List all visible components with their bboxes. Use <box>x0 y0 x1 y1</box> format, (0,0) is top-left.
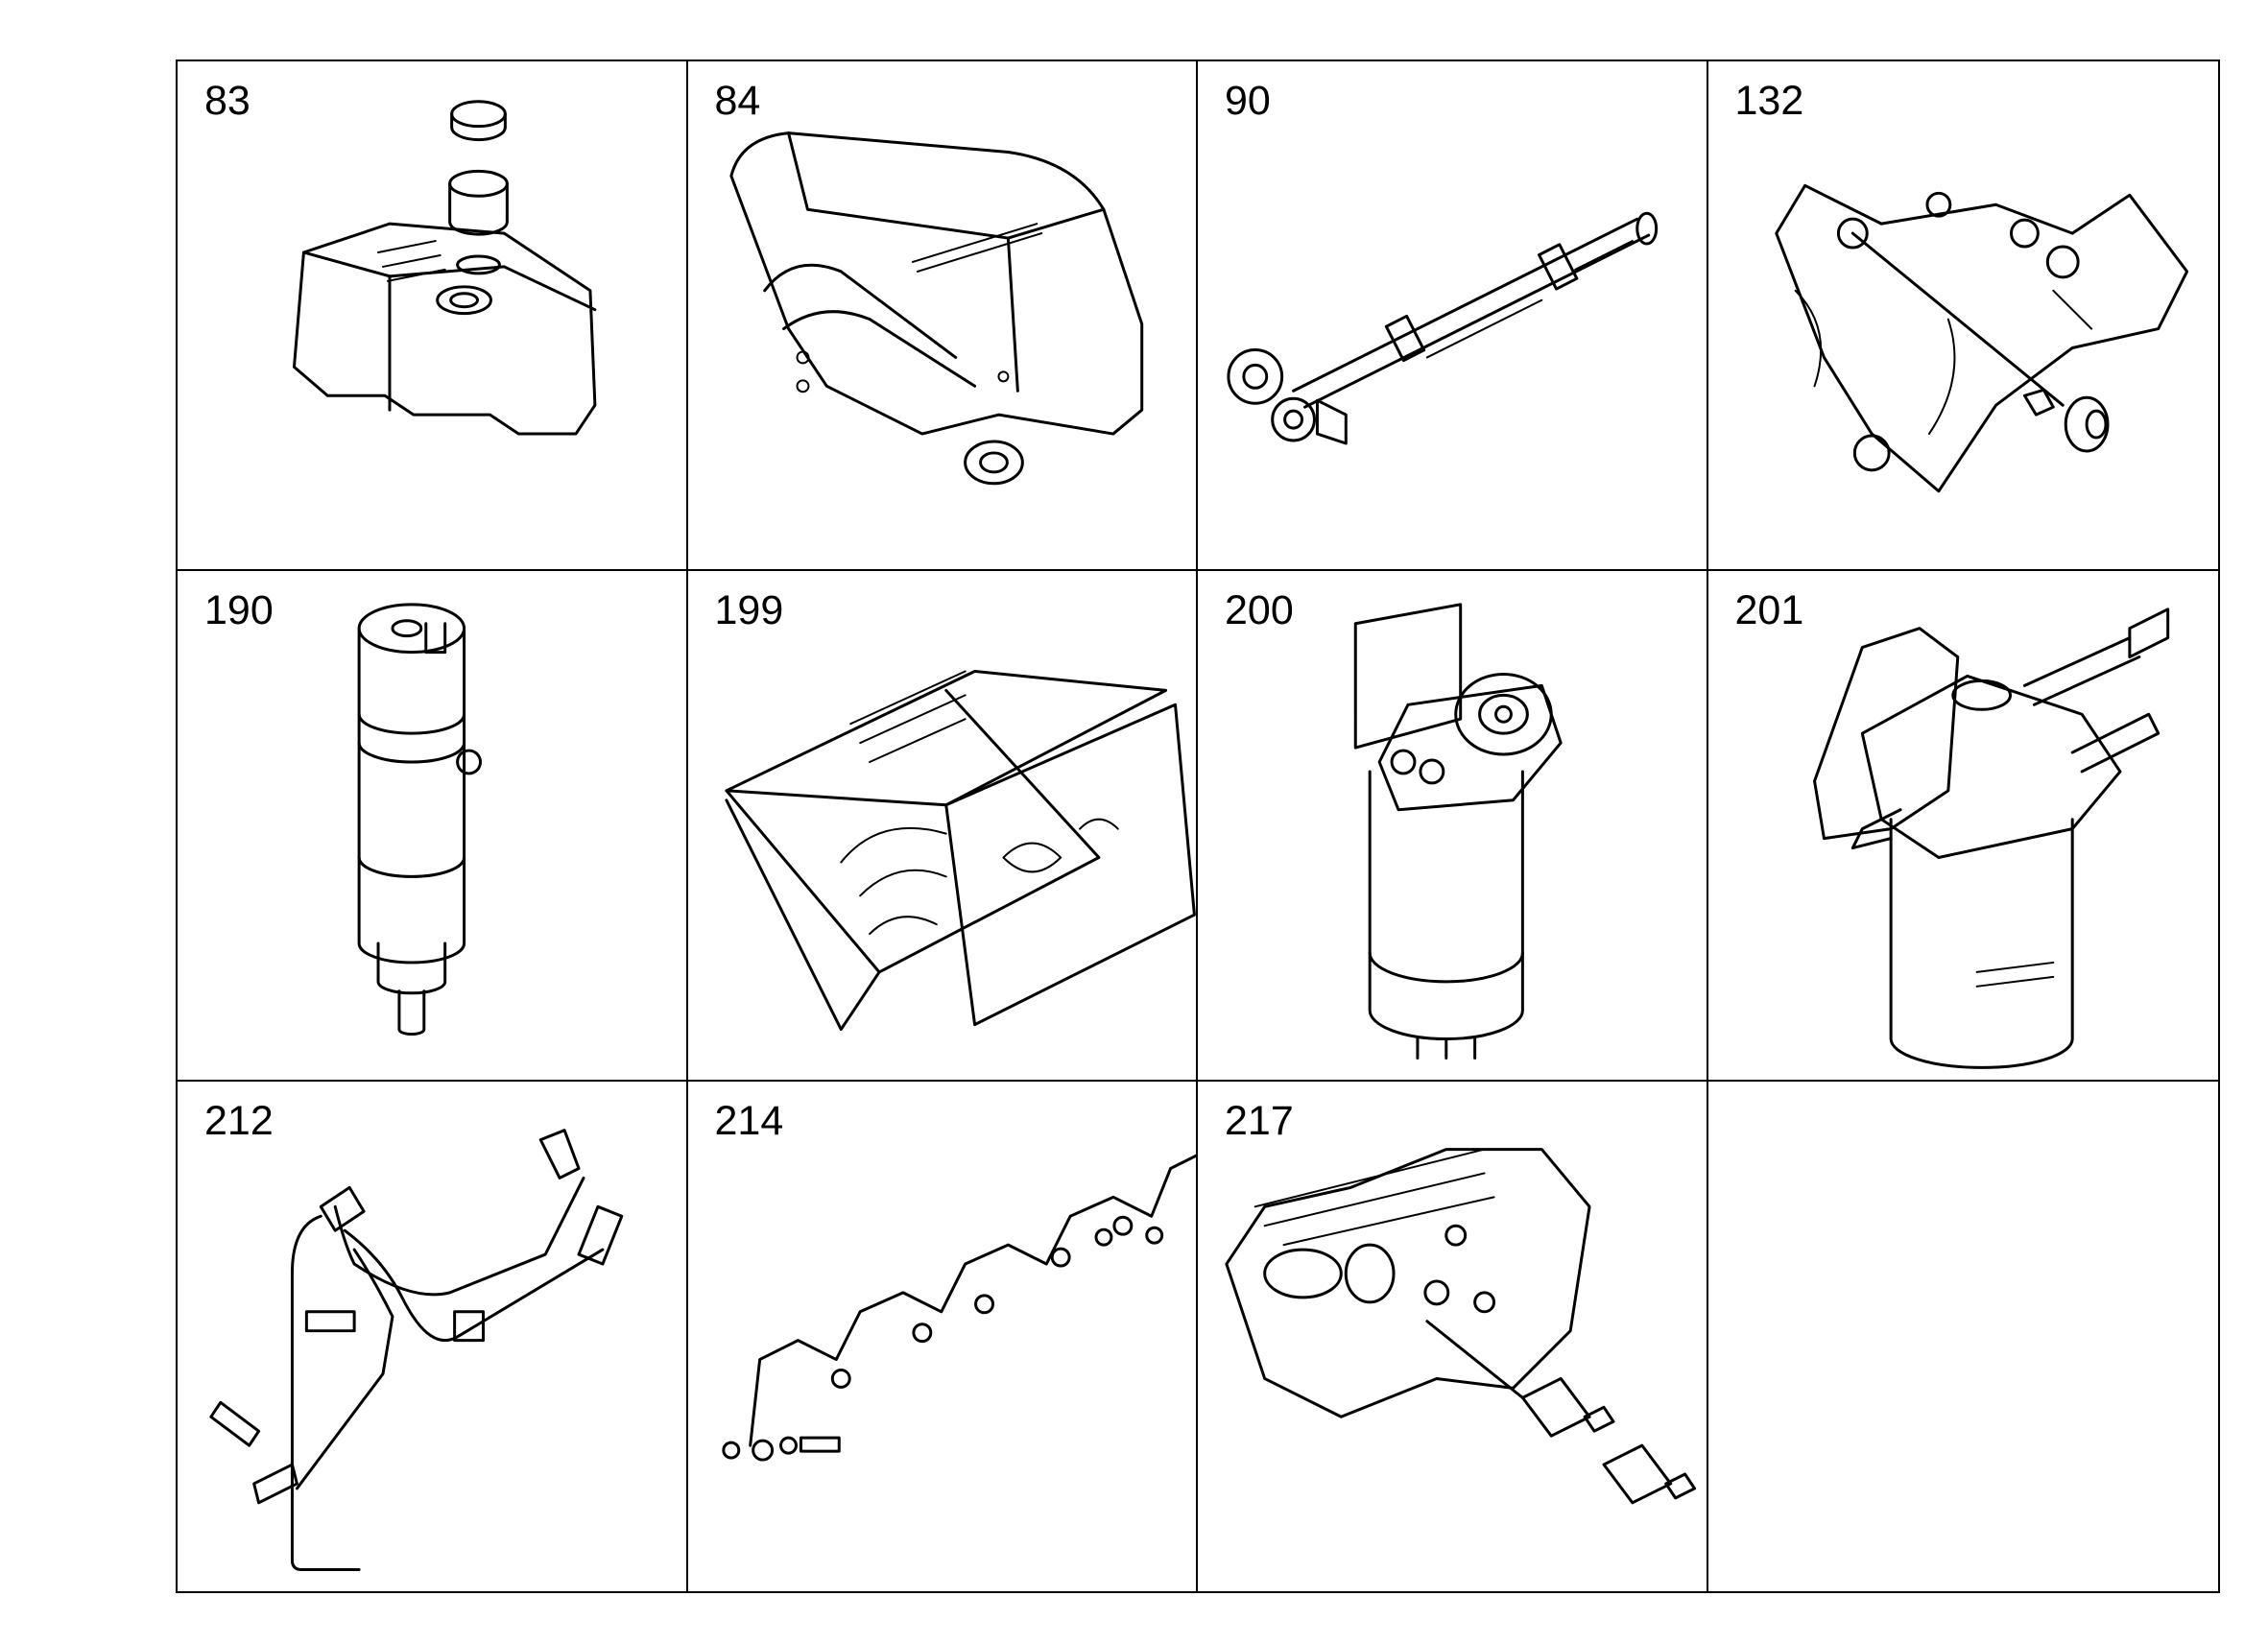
part-number: 201 <box>1734 587 1804 634</box>
part-number: 190 <box>204 587 274 634</box>
part-number: 214 <box>714 1097 784 1144</box>
part-cell-201[interactable]: 201 <box>1707 571 2218 1082</box>
part-number: 90 <box>1225 78 1271 124</box>
part-number: 83 <box>204 78 251 124</box>
empty-cell <box>1708 1082 2219 1591</box>
valve-cover-icon <box>292 100 597 436</box>
gasket-kit-package-icon <box>724 670 1196 1032</box>
part-cell-212[interactable]: 212 <box>178 1081 688 1591</box>
fuel-filter-housing-icon <box>1812 608 2169 1070</box>
part-number: 132 <box>1734 78 1804 124</box>
part-cell-132[interactable]: 132 <box>1707 61 2218 572</box>
part-cell-217[interactable]: 217 <box>1198 1081 1708 1591</box>
part-number: 84 <box>714 78 761 124</box>
part-number: 200 <box>1225 587 1294 634</box>
intake-manifold-icon <box>728 131 1143 486</box>
part-cell-214[interactable]: 214 <box>688 1081 1198 1591</box>
fuel-injector-icon <box>357 603 482 1036</box>
part-cell-90[interactable]: 90 <box>1198 61 1708 572</box>
part-cell-84[interactable]: 84 <box>687 61 1198 572</box>
part-number: 217 <box>1225 1097 1294 1144</box>
part-cell-190[interactable]: 190 <box>178 571 688 1082</box>
engine-block-plug-icon <box>1774 183 2188 493</box>
part-number: 212 <box>204 1097 274 1144</box>
fuel-filter-icon <box>1353 603 1563 1060</box>
oil-pump-shaft-icon <box>1227 211 1659 445</box>
part-number: 199 <box>714 587 784 634</box>
fuel-fittings-icon <box>1225 1147 1697 1504</box>
part-cell-83[interactable]: 83 <box>178 61 688 572</box>
part-cell-199[interactable]: 199 <box>687 571 1198 1082</box>
parts-grid: 83 84 90 <box>176 60 2220 1593</box>
fuel-pipes-icon <box>209 1128 624 1571</box>
part-cell-200[interactable]: 200 <box>1198 571 1708 1082</box>
injection-lines-icon <box>721 1154 1196 1462</box>
